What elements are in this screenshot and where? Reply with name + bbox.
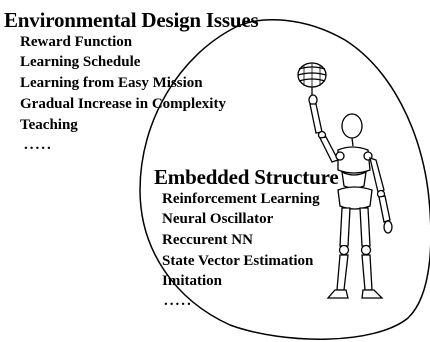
environmental-item-easy-mission: Learning from Easy Mission — [20, 75, 203, 91]
embedded-item-imitation: Imitation — [162, 273, 222, 289]
embedded-item-reccurent-nn: Reccurent NN — [162, 232, 253, 248]
environmental-item-reward-function: Reward Function — [20, 34, 133, 50]
embedded-ellipsis: ..... — [164, 293, 193, 309]
environmental-item-learning-schedule: Learning Schedule — [20, 54, 141, 70]
environmental-item-teaching: Teaching — [20, 117, 78, 133]
robot-figure — [297, 62, 393, 299]
embedded-structure-boundary — [139, 19, 430, 340]
environmental-ellipsis: ..... — [24, 137, 53, 153]
embedded-heading: Embedded Structure — [154, 165, 339, 189]
embedded-item-neural-oscillator: Neural Oscillator — [162, 211, 274, 227]
embedded-item-reinforcement-learning: Reinforcement Learning — [162, 191, 320, 207]
embedded-item-state-vector-estimation: State Vector Estimation — [162, 253, 314, 269]
environmental-item-gradual-increase: Gradual Increase in Complexity — [20, 96, 226, 112]
ball-icon — [297, 62, 327, 88]
environmental-heading: Environmental Design Issues — [4, 8, 259, 32]
